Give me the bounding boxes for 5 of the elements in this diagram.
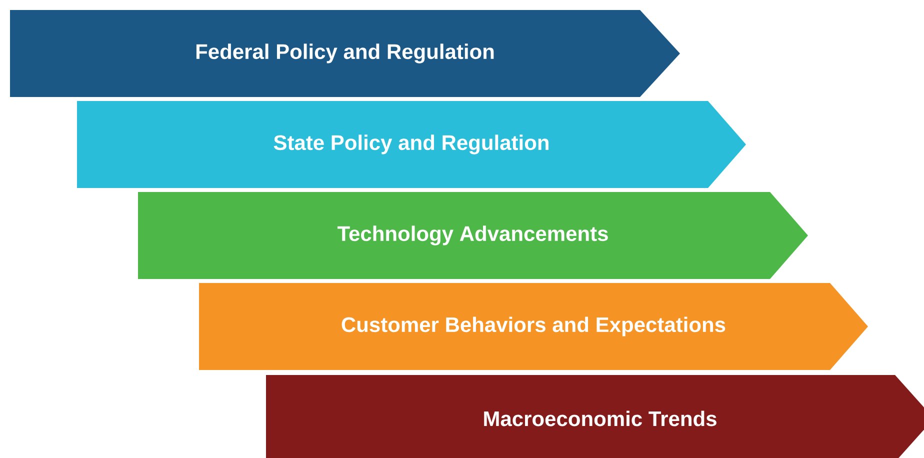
arrow-band: Federal Policy and Regulation <box>10 10 680 97</box>
arrow-band: Technology Advancements <box>138 192 808 279</box>
arrow-band: Macroeconomic Trends <box>266 375 924 458</box>
arrow-band: State Policy and Regulation <box>77 101 746 188</box>
arrow-band: Customer Behaviors and Expectations <box>199 283 868 370</box>
